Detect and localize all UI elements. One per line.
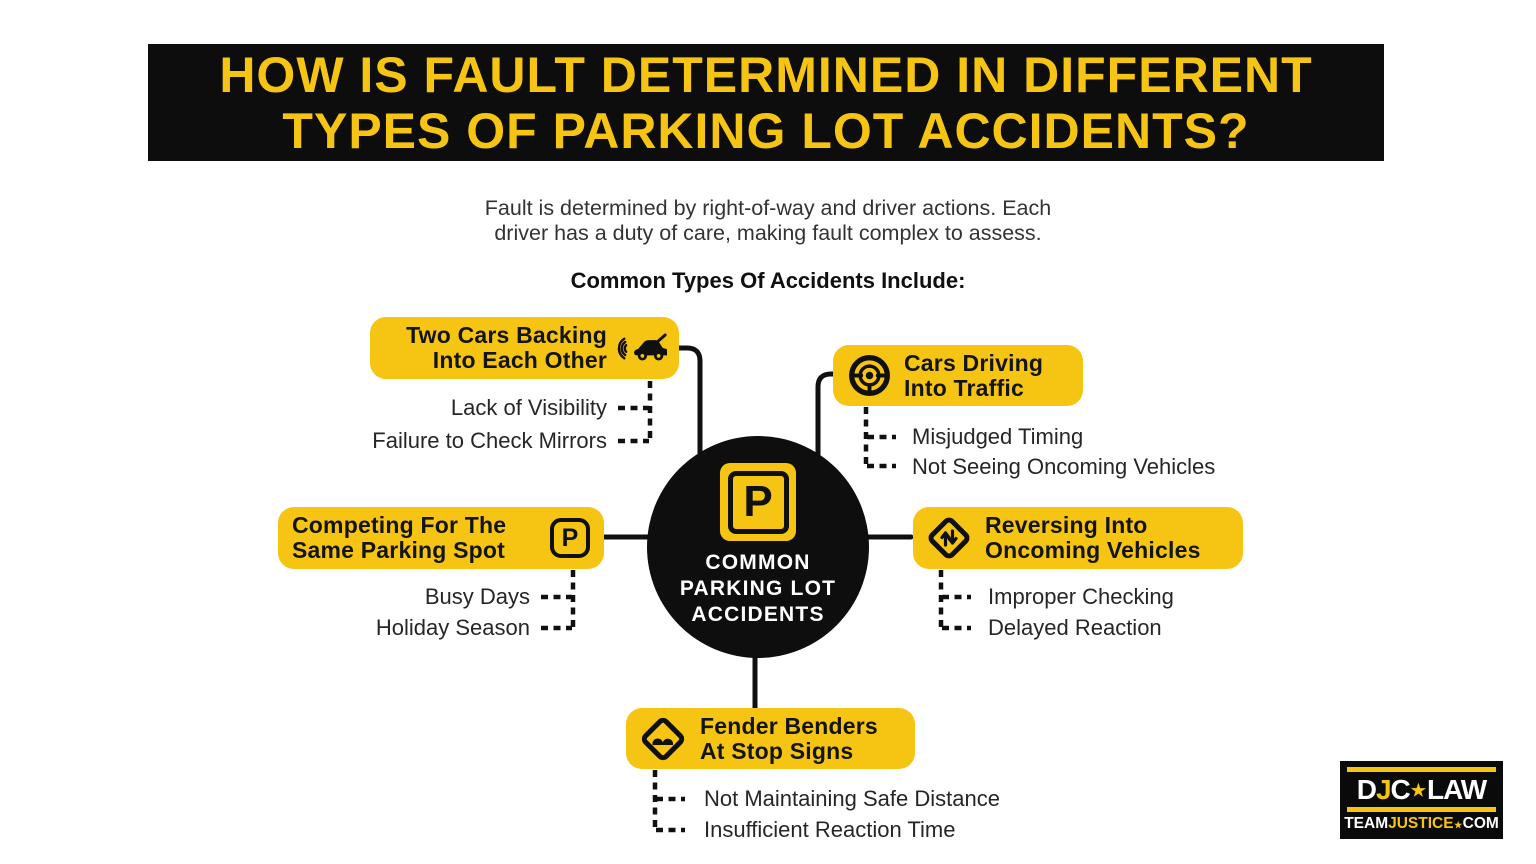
header-banner: HOW IS FAULT DETERMINED IN DIFFERENT TYP…: [148, 44, 1384, 161]
dashed-links-competing: [541, 570, 576, 631]
logo-com: COM: [1462, 814, 1499, 832]
subitem: Holiday Season: [375, 615, 530, 640]
callout-title-line1: Reversing Into: [985, 512, 1148, 538]
callout-title-line2: Into Each Other: [432, 347, 607, 373]
callout-reversing: Reversing Into Oncoming Vehicles: [913, 507, 1243, 569]
parking-sign-icon: P: [720, 463, 796, 541]
subitem: Failure to Check Mirrors: [372, 428, 607, 453]
callout-title: Cars Driving Into Traffic: [904, 349, 1044, 401]
subitem: Delayed Reaction: [988, 615, 1162, 640]
logo-letter-c: C: [1390, 773, 1411, 805]
logo-dot-star-icon: ★: [1454, 819, 1463, 830]
callout-title-line1: Competing For The: [292, 512, 507, 538]
header-title-line2: TYPES OF PARKING LOT ACCIDENTS?: [282, 102, 1250, 159]
hub-label-line3: ACCIDENTS: [691, 603, 825, 626]
subitem: Lack of Visibility: [450, 395, 607, 420]
logo-letter-j: J: [1375, 773, 1392, 805]
header-title-line1: HOW IS FAULT DETERMINED IN DIFFERENT: [219, 46, 1313, 103]
logo-middle-bar: [1347, 807, 1496, 813]
logo-star-icon: ★: [1410, 780, 1427, 800]
center-hub: P COMMON PARKING LOT ACCIDENTS: [647, 436, 869, 658]
dashed-links-two-cars-backing: [618, 381, 653, 444]
callout-title-line1: Cars Driving: [904, 349, 1044, 376]
callout-fender-benders: Fender Benders At Stop Signs: [626, 708, 915, 769]
callout-cars-driving: Cars Driving Into Traffic: [833, 345, 1083, 406]
callout-title: Competing For The Same Parking Spot: [292, 513, 506, 563]
subitem: Improper Checking: [988, 584, 1174, 609]
connector-top-left: [673, 345, 703, 465]
steering-wheel-icon: [847, 353, 892, 398]
intro-line2: driver has a duty of care, making fault …: [494, 220, 1042, 245]
callout-two-cars-backing: Two Cars Backing Into Each Other: [370, 317, 679, 379]
section-label: Common Types Of Accidents Include:: [570, 268, 966, 293]
callout-title: Reversing Into Oncoming Vehicles: [985, 513, 1201, 563]
callout-title: Two Cars Backing Into Each Other: [406, 323, 607, 373]
callout-competing: Competing For The Same Parking Spot P: [278, 507, 604, 569]
subitem: Not Seeing Oncoming Vehicles: [912, 454, 1216, 479]
logo-letter-d: D: [1356, 773, 1377, 805]
hub-label-line2: PARKING LOT: [679, 577, 837, 600]
callout-title-line2: Same Parking Spot: [292, 537, 506, 563]
callout-title-line2: Into Traffic: [904, 374, 1024, 401]
two-way-traffic-sign-icon: [925, 514, 973, 562]
hub-label-line1: COMMON: [705, 551, 811, 574]
callout-title: Fender Benders At Stop Signs: [700, 712, 878, 764]
callout-title-line1: Fender Benders: [700, 712, 878, 739]
subitem: Busy Days: [424, 584, 530, 609]
subitem: Misjudged Timing: [912, 424, 1084, 449]
callout-title-line2: Oncoming Vehicles: [985, 537, 1201, 563]
car-backup-sensor-icon: [615, 329, 667, 367]
parking-p-icon: P: [550, 518, 590, 558]
bump-road-sign-icon: [638, 714, 688, 764]
subitem: Not Maintaining Safe Distance: [704, 786, 1000, 811]
logo-justice: JUSTICE: [1388, 814, 1454, 832]
logo-letters-law: LAW: [1427, 773, 1487, 805]
hub-label: COMMON PARKING LOT ACCIDENTS: [680, 550, 836, 628]
subitem: Insufficient Reaction Time: [704, 817, 956, 842]
intro-text: Fault is determined by right-of-way and …: [0, 196, 1536, 245]
callout-title-line1: Two Cars Backing: [406, 322, 607, 348]
dashed-links-reversing: [938, 570, 971, 631]
logo-team: TEAM: [1344, 814, 1389, 832]
dashed-links-fender-benders: [652, 770, 685, 833]
intro-line1: Fault is determined by right-of-way and …: [484, 196, 1052, 220]
callout-title-line2: At Stop Signs: [700, 737, 854, 764]
logo-top-bar: [1347, 767, 1496, 772]
dashed-links-cars-driving: [863, 407, 896, 469]
